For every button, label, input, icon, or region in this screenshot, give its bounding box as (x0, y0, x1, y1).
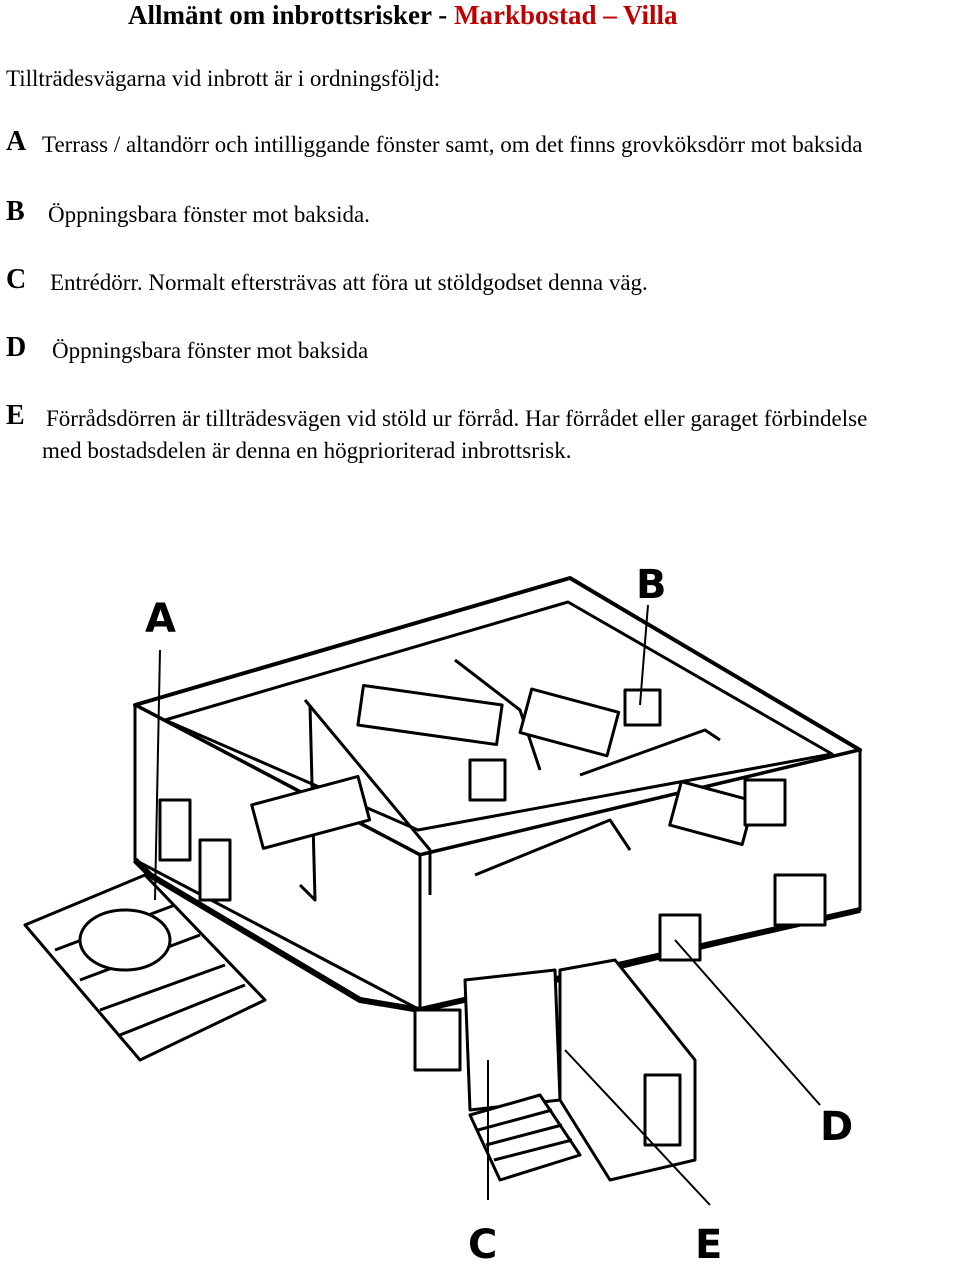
table-center (468, 758, 507, 802)
item-text: Öppningsbara fönster mot baksida (52, 338, 369, 363)
window-right-1 (658, 913, 702, 962)
leader-d (674, 939, 821, 1106)
item-text: Entrédörr. Normalt eftersträvas att föra… (50, 270, 648, 295)
intro-text: Tillträdesvägarna vid inbrott är i ordni… (6, 66, 441, 91)
entry-stairs (468, 1093, 582, 1182)
title-subtitle: Markbostad – Villa (454, 0, 678, 30)
item-letter: B (6, 196, 25, 227)
entry-wall (463, 968, 562, 1112)
bed-1 (518, 687, 621, 758)
leader-b (639, 604, 649, 706)
window-left-2 (198, 838, 232, 902)
title-separator: - (438, 0, 448, 30)
house-cutaway-illustration: A B C D E (23, 562, 862, 1267)
item-letter: A (6, 126, 27, 157)
item-letter: D (6, 332, 27, 363)
terrace-deck (23, 873, 267, 1062)
title-main: Allmänt om inbrottsrisker (128, 0, 432, 30)
window-back-1 (623, 688, 662, 727)
storage-door (643, 1073, 682, 1147)
label-b: B (636, 562, 667, 608)
label-c: C (468, 1222, 497, 1267)
interior-wall-3 (454, 658, 542, 771)
interior-wall-2 (303, 699, 432, 895)
label-d: D (820, 1104, 853, 1150)
window-front-1 (413, 1008, 462, 1072)
interior-wall-1 (298, 704, 317, 902)
item-letter: E (6, 400, 25, 431)
window-left-1 (158, 798, 192, 862)
sofa-left (250, 774, 372, 850)
leader-e (564, 1049, 711, 1206)
interior-wall-4 (579, 728, 721, 777)
window-right-2 (773, 873, 827, 927)
page-title: Allmänt om inbrottsrisker - Markbostad –… (0, 0, 960, 30)
label-e: E (695, 1222, 722, 1267)
interior-wall-5 (474, 818, 632, 877)
window-back-2 (743, 778, 787, 827)
sofa-center (356, 683, 504, 747)
label-a: A (145, 596, 176, 642)
storage-annex (558, 958, 697, 1182)
item-text: Öppningsbara fönster mot baksida. (48, 202, 370, 227)
item-letter: C (6, 264, 27, 295)
item-text: Terrass / altandörr och intilliggande fö… (42, 132, 863, 157)
item-text-line1: Förrådsdörren är tillträdesvägen vid stö… (46, 406, 868, 431)
leader-a (154, 649, 161, 901)
item-text-line2: med bostadsdelen är denna en högpriorite… (42, 438, 572, 463)
